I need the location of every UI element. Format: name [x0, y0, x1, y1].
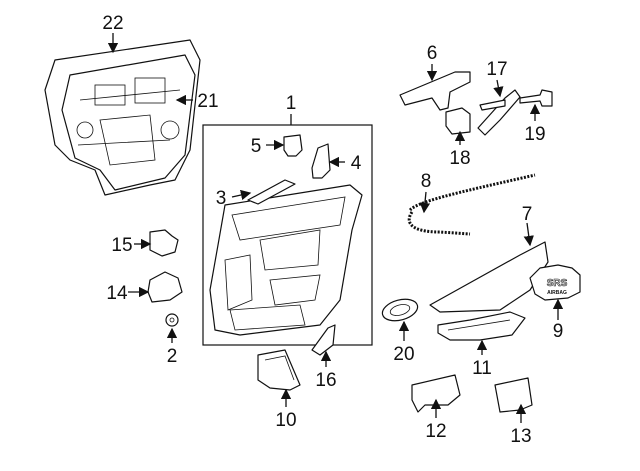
callout-number: 3 [216, 188, 227, 209]
callout-1: 1 [286, 93, 297, 125]
callout-13: 13 [510, 403, 532, 447]
callout-17: 17 [486, 59, 508, 98]
part-5 [283, 134, 303, 157]
callout-number: 22 [102, 13, 123, 34]
callout-number: 11 [472, 358, 492, 379]
callout-number: 17 [486, 59, 507, 80]
badge-text-airbag: AIRBAG [547, 290, 567, 296]
callout-15: 15 [111, 235, 152, 256]
part-10 [257, 349, 301, 391]
callout-number: 21 [197, 91, 218, 112]
part-15 [149, 229, 179, 257]
callout-number: 16 [315, 370, 336, 391]
callout-14: 14 [106, 283, 150, 304]
callout-22: 22 [102, 13, 124, 54]
part-19 [519, 89, 553, 107]
callout-number: 10 [275, 410, 296, 431]
callout-number: 15 [111, 235, 132, 256]
door-trim-panel [209, 184, 363, 336]
callout-number: 18 [449, 148, 470, 169]
callout-number: 8 [421, 171, 432, 192]
part-3 [247, 179, 296, 205]
callout-11: 11 [472, 339, 492, 379]
callout-number: 7 [522, 204, 533, 225]
callout-20: 20 [393, 320, 415, 365]
part-13 [494, 377, 533, 413]
part-18 [445, 107, 471, 135]
badge-text-srs: SRS [547, 278, 568, 289]
part-14 [147, 271, 183, 303]
callout-number: 19 [524, 124, 545, 145]
door-inner-panel [44, 39, 201, 196]
callout-4: 4 [328, 153, 362, 174]
callout-number: 4 [351, 153, 362, 174]
callout-16: 16 [315, 350, 337, 391]
part-8-weatherstrip [407, 173, 536, 236]
callout-number: 6 [427, 43, 438, 64]
callout-10: 10 [275, 388, 297, 431]
callout-2: 2 [167, 327, 178, 367]
callout-5: 5 [251, 136, 285, 157]
callout-7: 7 [522, 204, 534, 247]
leader-arrow [231, 189, 252, 201]
leader-arrow [493, 79, 504, 98]
part-17b [479, 99, 506, 111]
callout-number: 12 [425, 421, 446, 442]
part-20-handle [381, 298, 419, 322]
callout-3: 3 [216, 188, 252, 209]
callout-number: 20 [393, 344, 414, 365]
part-6 [399, 71, 471, 111]
assembly-box [202, 124, 373, 346]
callout-number: 13 [510, 426, 531, 447]
callout-19: 19 [524, 103, 546, 145]
part-16 [311, 324, 336, 356]
callout-21: 21 [175, 91, 219, 112]
callout-number: 5 [251, 136, 262, 157]
callout-9: 9 [553, 298, 564, 342]
callout-number: 14 [106, 283, 128, 304]
callout-number: 9 [553, 321, 564, 342]
callout-number: 1 [286, 93, 297, 114]
part-17 [477, 89, 521, 136]
callout-6: 6 [427, 43, 438, 82]
part-11 [437, 311, 526, 341]
callout-12: 12 [425, 398, 447, 442]
part-4 [311, 143, 331, 179]
callout-number: 2 [167, 346, 178, 367]
leader-arrow [523, 222, 534, 247]
srs-badge: SRS AIRBAG [529, 264, 581, 301]
leader-arrow [419, 191, 431, 214]
callout-18: 18 [449, 130, 471, 169]
part-2-clip [165, 313, 179, 327]
callout-8: 8 [419, 171, 432, 214]
